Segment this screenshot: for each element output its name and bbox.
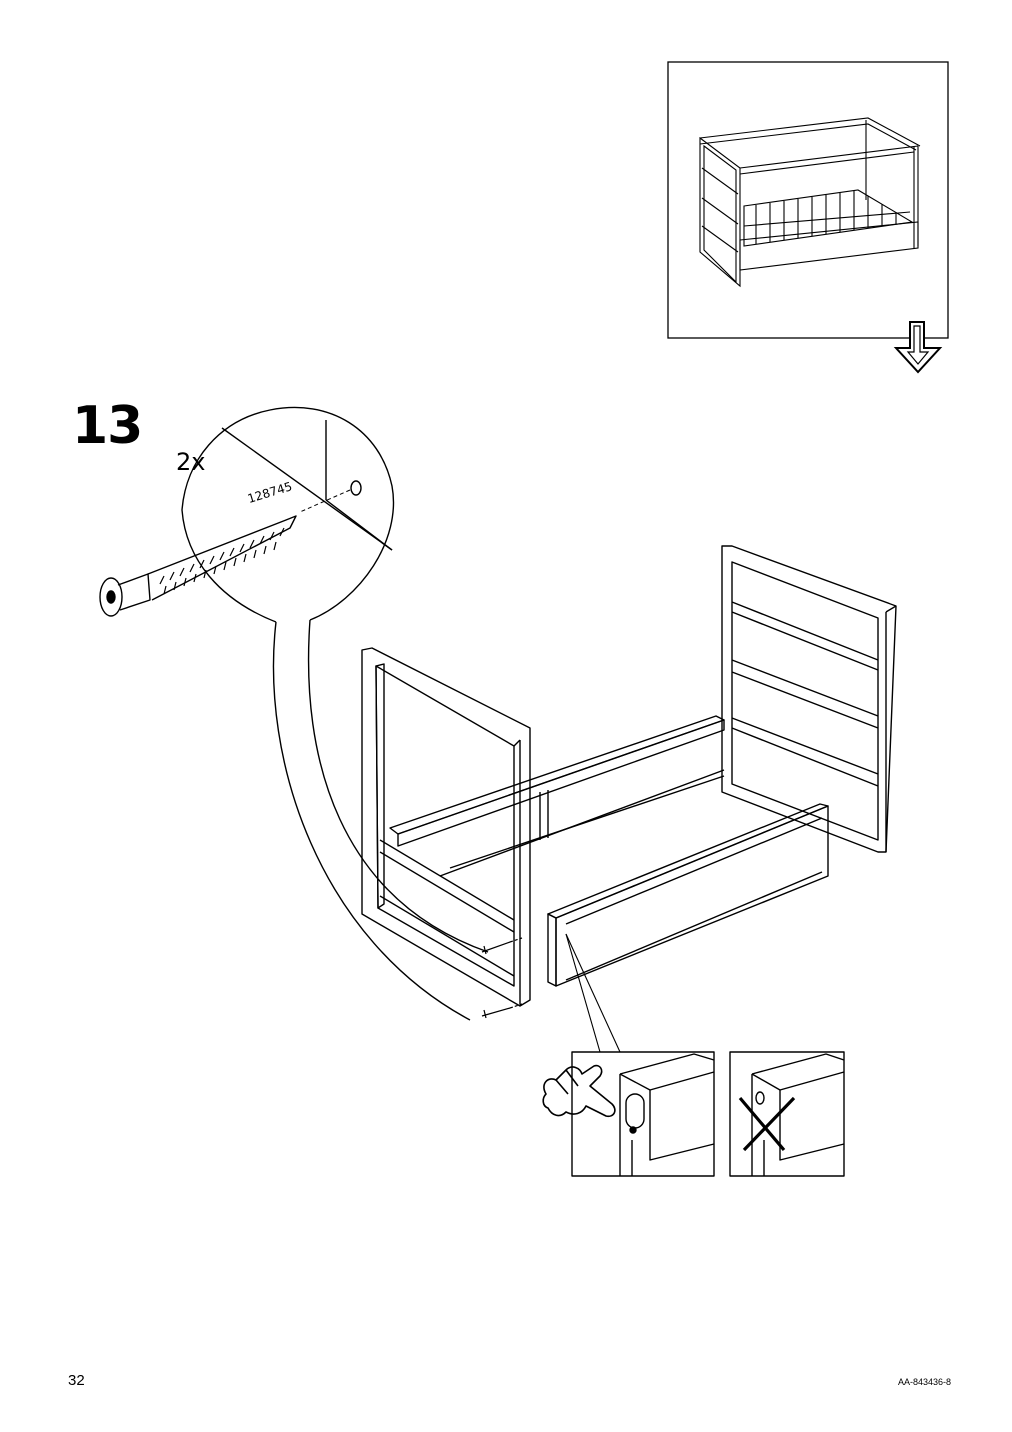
correct-detail-box <box>571 1051 715 1177</box>
step-number: 13 <box>72 396 143 456</box>
wrong-detail-box <box>729 1051 845 1177</box>
left-end-panel <box>361 647 531 1007</box>
bed-frame-preview-icon <box>699 117 921 288</box>
page-number: 32 <box>68 1372 85 1389</box>
right-end-panel <box>721 545 897 853</box>
front-rail <box>547 803 829 987</box>
cross-icon <box>738 1096 796 1152</box>
small-screws <box>481 937 523 1019</box>
screw-icon <box>99 515 297 617</box>
detail-circle <box>181 406 489 1021</box>
back-rail <box>389 715 725 877</box>
preview-panel <box>667 61 949 374</box>
quantity-label: 2x <box>176 448 206 476</box>
document-code: AA-843436-8 <box>898 1377 952 1387</box>
next-page-arrow-icon <box>893 321 943 374</box>
assembly-illustration <box>99 406 897 1177</box>
hand-press-icon <box>542 1064 616 1118</box>
